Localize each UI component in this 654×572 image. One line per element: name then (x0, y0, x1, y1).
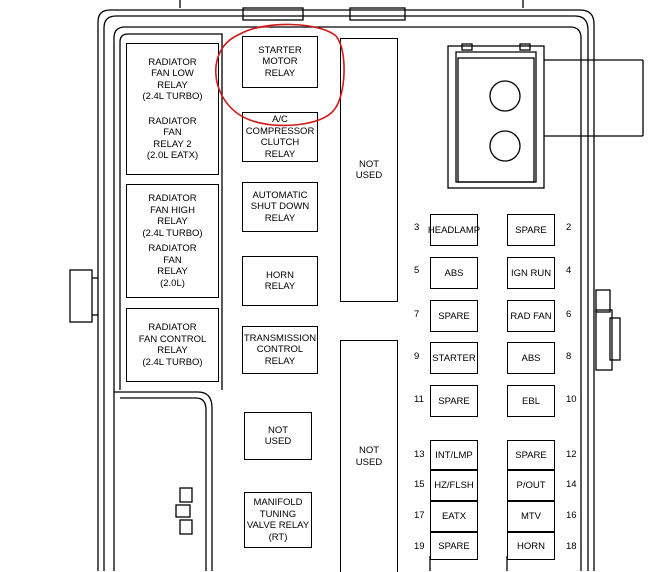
fuse-number-4: 4 (566, 265, 572, 276)
fuse-17-eatx: EATX (430, 501, 478, 532)
fuse-14-p-out: P/OUT (507, 470, 555, 501)
fuse-number-7: 7 (414, 309, 420, 320)
relay-label-radiator-fan-20l: RADIATOR FAN RELAY (2.0L) (148, 243, 197, 289)
fuse-number-19: 19 (414, 541, 425, 552)
fuse-10-ebl: EBL (507, 385, 555, 417)
fuse-number-14: 14 (566, 479, 577, 490)
relay-group-radiator-high: RADIATOR FAN HIGH RELAY (2.4L TURBO) RAD… (126, 184, 219, 298)
fuse-number-8: 8 (566, 351, 572, 362)
fuse-number-16: 16 (566, 510, 577, 521)
relay-transmission-control: TRANSMISSION CONTROL RELAY (242, 326, 318, 374)
fuse-2-spare: SPARE (507, 214, 555, 246)
relay-automatic-shut-down: AUTOMATIC SHUT DOWN RELAY (242, 182, 318, 232)
not-used-block-bottom: NOT USED (340, 340, 398, 572)
fuse-5-abs: ABS (430, 257, 478, 289)
fuse-18-horn: HORN (507, 532, 555, 560)
fuse-number-17: 17 (414, 510, 425, 521)
fuse-12-spare: SPARE (507, 440, 555, 470)
fuse-19-spare: SPARE (430, 532, 478, 560)
not-used-block-top: NOT USED (340, 38, 398, 302)
fuse-number-9: 9 (414, 351, 420, 362)
fuse-number-5: 5 (414, 265, 420, 276)
fuse-number-13: 13 (414, 449, 425, 460)
fuse-6-rad-fan: RAD FAN (507, 300, 555, 332)
fuse-number-18: 18 (566, 541, 577, 552)
relay-manifold-tuning-valve: MANIFOLD TUNING VALVE RELAY (RT) (244, 492, 312, 548)
fuse-number-6: 6 (566, 309, 572, 320)
fuse-number-10: 10 (566, 394, 577, 405)
fuse-11-spare: SPARE (430, 385, 478, 417)
fuse-number-11: 11 (414, 394, 424, 405)
fuse-8-abs: ABS (507, 342, 555, 374)
fuse-3-headlamp: HEADLAMP (428, 214, 480, 246)
fuse-number-3: 3 (414, 222, 420, 233)
fuse-7-spare: SPARE (430, 300, 478, 332)
fuse-number-15: 15 (414, 479, 425, 490)
fuse-13-int-lmp: INT/LMP (430, 440, 478, 470)
relay-ac-compressor-clutch: A/C COMPRESSOR CLUTCH RELAY (242, 112, 318, 162)
relay-label-radiator-fan-relay2: RADIATOR FAN RELAY 2 (2.0L EATX) (146, 115, 199, 162)
relay-horn: HORN RELAY (242, 256, 318, 306)
relay-label-radiator-fan-high: RADIATOR FAN HIGH RELAY (2.4L TURBO) (142, 193, 203, 239)
fuse-15-hz-flsh: HZ/FLSH (430, 470, 478, 501)
relay-starter-motor: STARTER MOTOR RELAY (242, 36, 318, 88)
fuse-16-mtv: MTV (507, 501, 555, 532)
fuse-number-2: 2 (566, 222, 572, 233)
relay-radiator-fan-control: RADIATOR FAN CONTROL RELAY (2.4L TURBO) (126, 308, 219, 382)
fuse-4-ign-run: IGN RUN (507, 257, 555, 289)
relay-label-radiator-fan-low: RADIATOR FAN LOW RELAY (2.4L TURBO) (142, 56, 203, 103)
relay-not-used: NOT USED (244, 412, 312, 460)
relay-group-radiator-low: RADIATOR FAN LOW RELAY (2.4L TURBO) RADI… (126, 43, 219, 175)
fuse-number-12: 12 (566, 449, 577, 460)
fuse-9-starter: STARTER (430, 342, 478, 374)
